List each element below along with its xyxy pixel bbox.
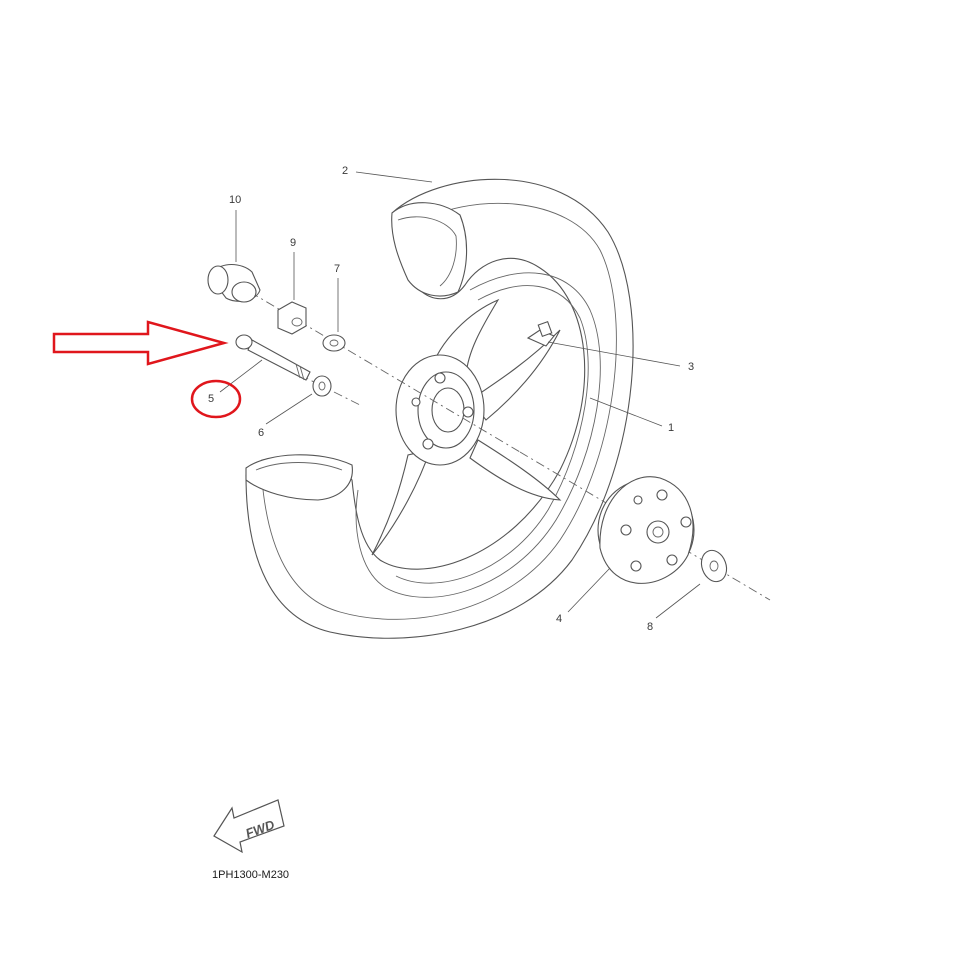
axle-bolt: [235, 334, 311, 381]
washer-6: [312, 375, 332, 397]
tire: [245, 178, 634, 639]
callout-6: 6: [258, 427, 264, 439]
clutch-hub: [597, 476, 695, 584]
rim: [355, 272, 601, 598]
callout-4: 4: [556, 613, 562, 625]
callout-5: 5: [208, 393, 214, 405]
collar: [207, 263, 261, 303]
disc-centerline: [519, 451, 771, 601]
callout-8: 8: [647, 621, 653, 633]
highlight-arrow: [52, 320, 229, 366]
callout-10: 10: [229, 194, 241, 206]
callout-7: 7: [334, 263, 340, 275]
valve: [526, 320, 555, 347]
callout-1: 1: [668, 422, 674, 434]
callout-9: 9: [290, 237, 296, 249]
washer-8: [700, 549, 728, 583]
callout-2: 2: [342, 165, 348, 177]
fwd-arrow-icon: FWD: [213, 799, 285, 854]
washer-7: [322, 334, 346, 352]
drawing-code: 1PH1300-M230: [212, 869, 289, 881]
highlight-circle: [190, 379, 242, 419]
leader-lines: [219, 171, 701, 619]
nut: [277, 301, 307, 335]
callout-3: 3: [688, 361, 694, 373]
